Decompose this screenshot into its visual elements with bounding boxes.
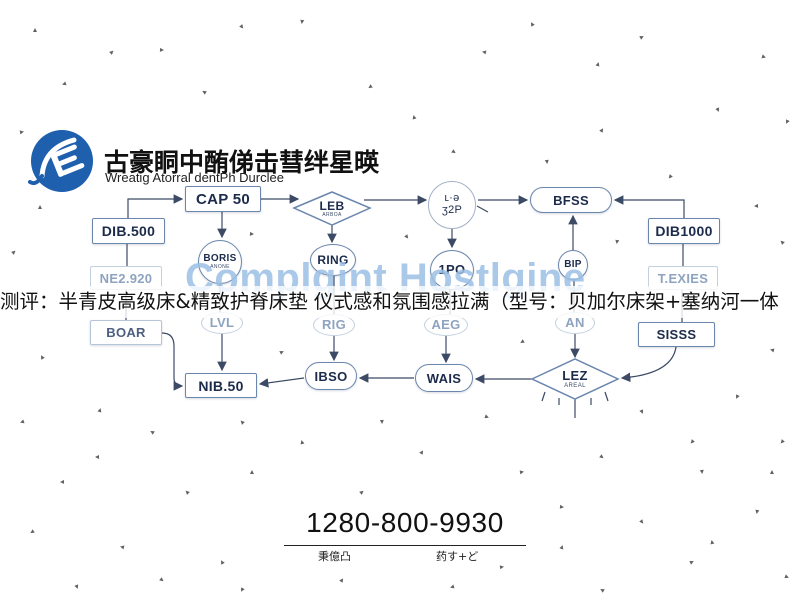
- node-bfss: BFSS: [530, 187, 612, 213]
- connector-arrow: [258, 377, 305, 388]
- node-nib50: NIB.50: [185, 373, 257, 398]
- node-leb-label: LEB: [319, 198, 345, 213]
- node-wais: WAIS: [415, 364, 473, 392]
- background-speck: [33, 28, 37, 32]
- header-subtitle: Wreatig Atorral dentPh Durclee: [105, 170, 284, 185]
- caption-banner: 测评：半青皮高级床&精致护脊床垫 仪式感和氛围感拉满（型号：贝加尔床架+塞纳河一…: [0, 286, 800, 318]
- node-boris-sublabel: ANONE: [210, 263, 230, 270]
- node-hub-bottom-label: ʒ2P: [441, 204, 463, 216]
- node-ibso: IBSO: [305, 362, 357, 390]
- connector-arrow: [161, 332, 184, 391]
- diamond-outline-leb: [292, 191, 372, 226]
- node-leb-sublabel: ARBOA: [322, 211, 342, 218]
- plug-e-logo-icon: [28, 130, 93, 192]
- node-rig: RIG: [313, 314, 355, 336]
- footer-caption-right: 药す+ど: [436, 550, 479, 563]
- header-title: 古豪眮中酭俤击彗绊星暎: [104, 149, 380, 177]
- node-cap50: CAP 50: [185, 186, 261, 212]
- logo-prongs: [50, 144, 85, 177]
- phone-underline: [284, 545, 526, 546]
- diamond-outline-lez: [530, 358, 620, 400]
- node-hub: ʟ·ə ʒ2P: [428, 181, 476, 229]
- logo-swoosh: [39, 137, 77, 179]
- node-dib500: DIB.500: [92, 218, 165, 244]
- node-boar: BOAR: [90, 320, 162, 345]
- connector-arrow: [613, 195, 685, 218]
- connector-arrow: [620, 346, 677, 383]
- node-aeg: AEG: [424, 314, 468, 336]
- node-sisss: SISSS: [638, 322, 715, 347]
- node-bip: BIP: [558, 250, 588, 280]
- node-ring: RING: [310, 244, 356, 276]
- node-1po: 1PO: [430, 250, 474, 290]
- phone-number: 1280-800-9930: [306, 507, 504, 538]
- connector-line: [541, 391, 546, 402]
- logo-tail: [28, 174, 44, 186]
- node-dib1000: DIB1000: [648, 218, 720, 244]
- connector-line: [604, 391, 609, 402]
- node-lez-sublabel: AREAL: [564, 382, 586, 389]
- node-boris-label: BORIS: [203, 253, 237, 265]
- diamond-node-lez: LEZ AREAL: [540, 364, 610, 394]
- node-lez-label: LEZ: [562, 367, 588, 383]
- node-hub-top-label: ʟ·ə: [444, 192, 460, 205]
- connector-line: [476, 205, 489, 213]
- node-boris: BORIS ANONE: [198, 240, 242, 284]
- footer-caption-left: 秉億凸: [318, 550, 351, 563]
- diamond-node-leb: LEB ARBOA: [300, 196, 364, 222]
- connector-arrow: [127, 194, 184, 218]
